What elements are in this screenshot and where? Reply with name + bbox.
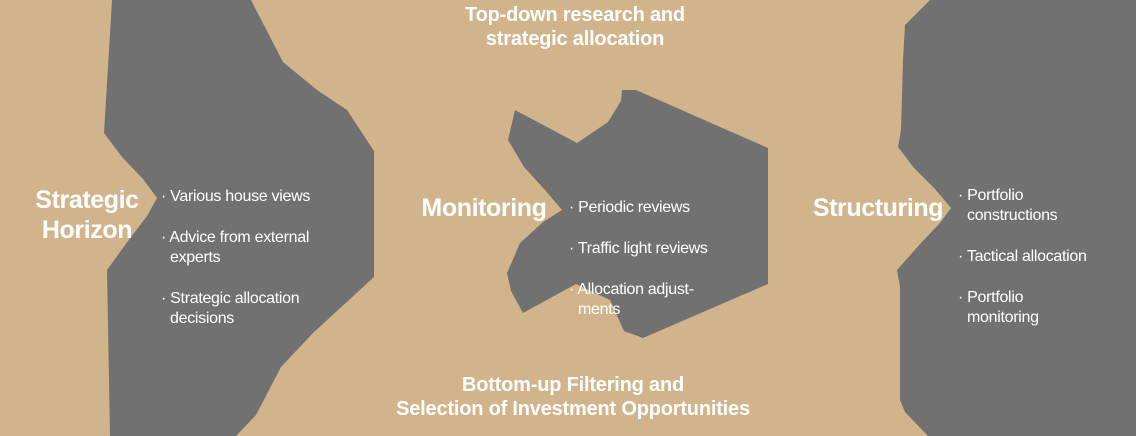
list-item: · Advice from external experts: [161, 229, 310, 266]
list-item: · Portfolio constructions: [958, 187, 1058, 224]
list-item: · Periodic reviews: [569, 199, 690, 216]
list-item: · Tactical allocation: [958, 248, 1087, 265]
bottom-heading: Bottom-up Filtering and Selection of Inv…: [396, 374, 750, 420]
stage-label-monitoring: Monitoring: [421, 194, 547, 222]
stage-list-structuring: · Portfolio constructions · Tactical all…: [958, 166, 1136, 349]
stage-label-structuring: Structuring: [812, 194, 944, 222]
stage-shape-monitoring: [507, 90, 768, 338]
stage-list-strategic-horizon: · Various house views · Advice from exte…: [161, 167, 351, 350]
list-item: · Various house views: [161, 188, 311, 205]
list-item: · Traffic light reviews: [569, 240, 708, 257]
stage-label-strategic-horizon: Strategic Horizon: [35, 186, 139, 244]
stage-list-monitoring: · Periodic reviews · Traffic light revie…: [569, 178, 759, 341]
list-item: · Strategic allocation decisions: [161, 290, 300, 327]
top-heading: Top-down research and strategic allocati…: [465, 4, 685, 50]
list-item: · Portfolio monitoring: [958, 289, 1039, 326]
stage-shape-structuring: [897, 0, 1136, 436]
stage-shape-strategic-horizon: [104, 0, 374, 436]
list-item: · Allocation adjust- ments: [569, 281, 694, 318]
